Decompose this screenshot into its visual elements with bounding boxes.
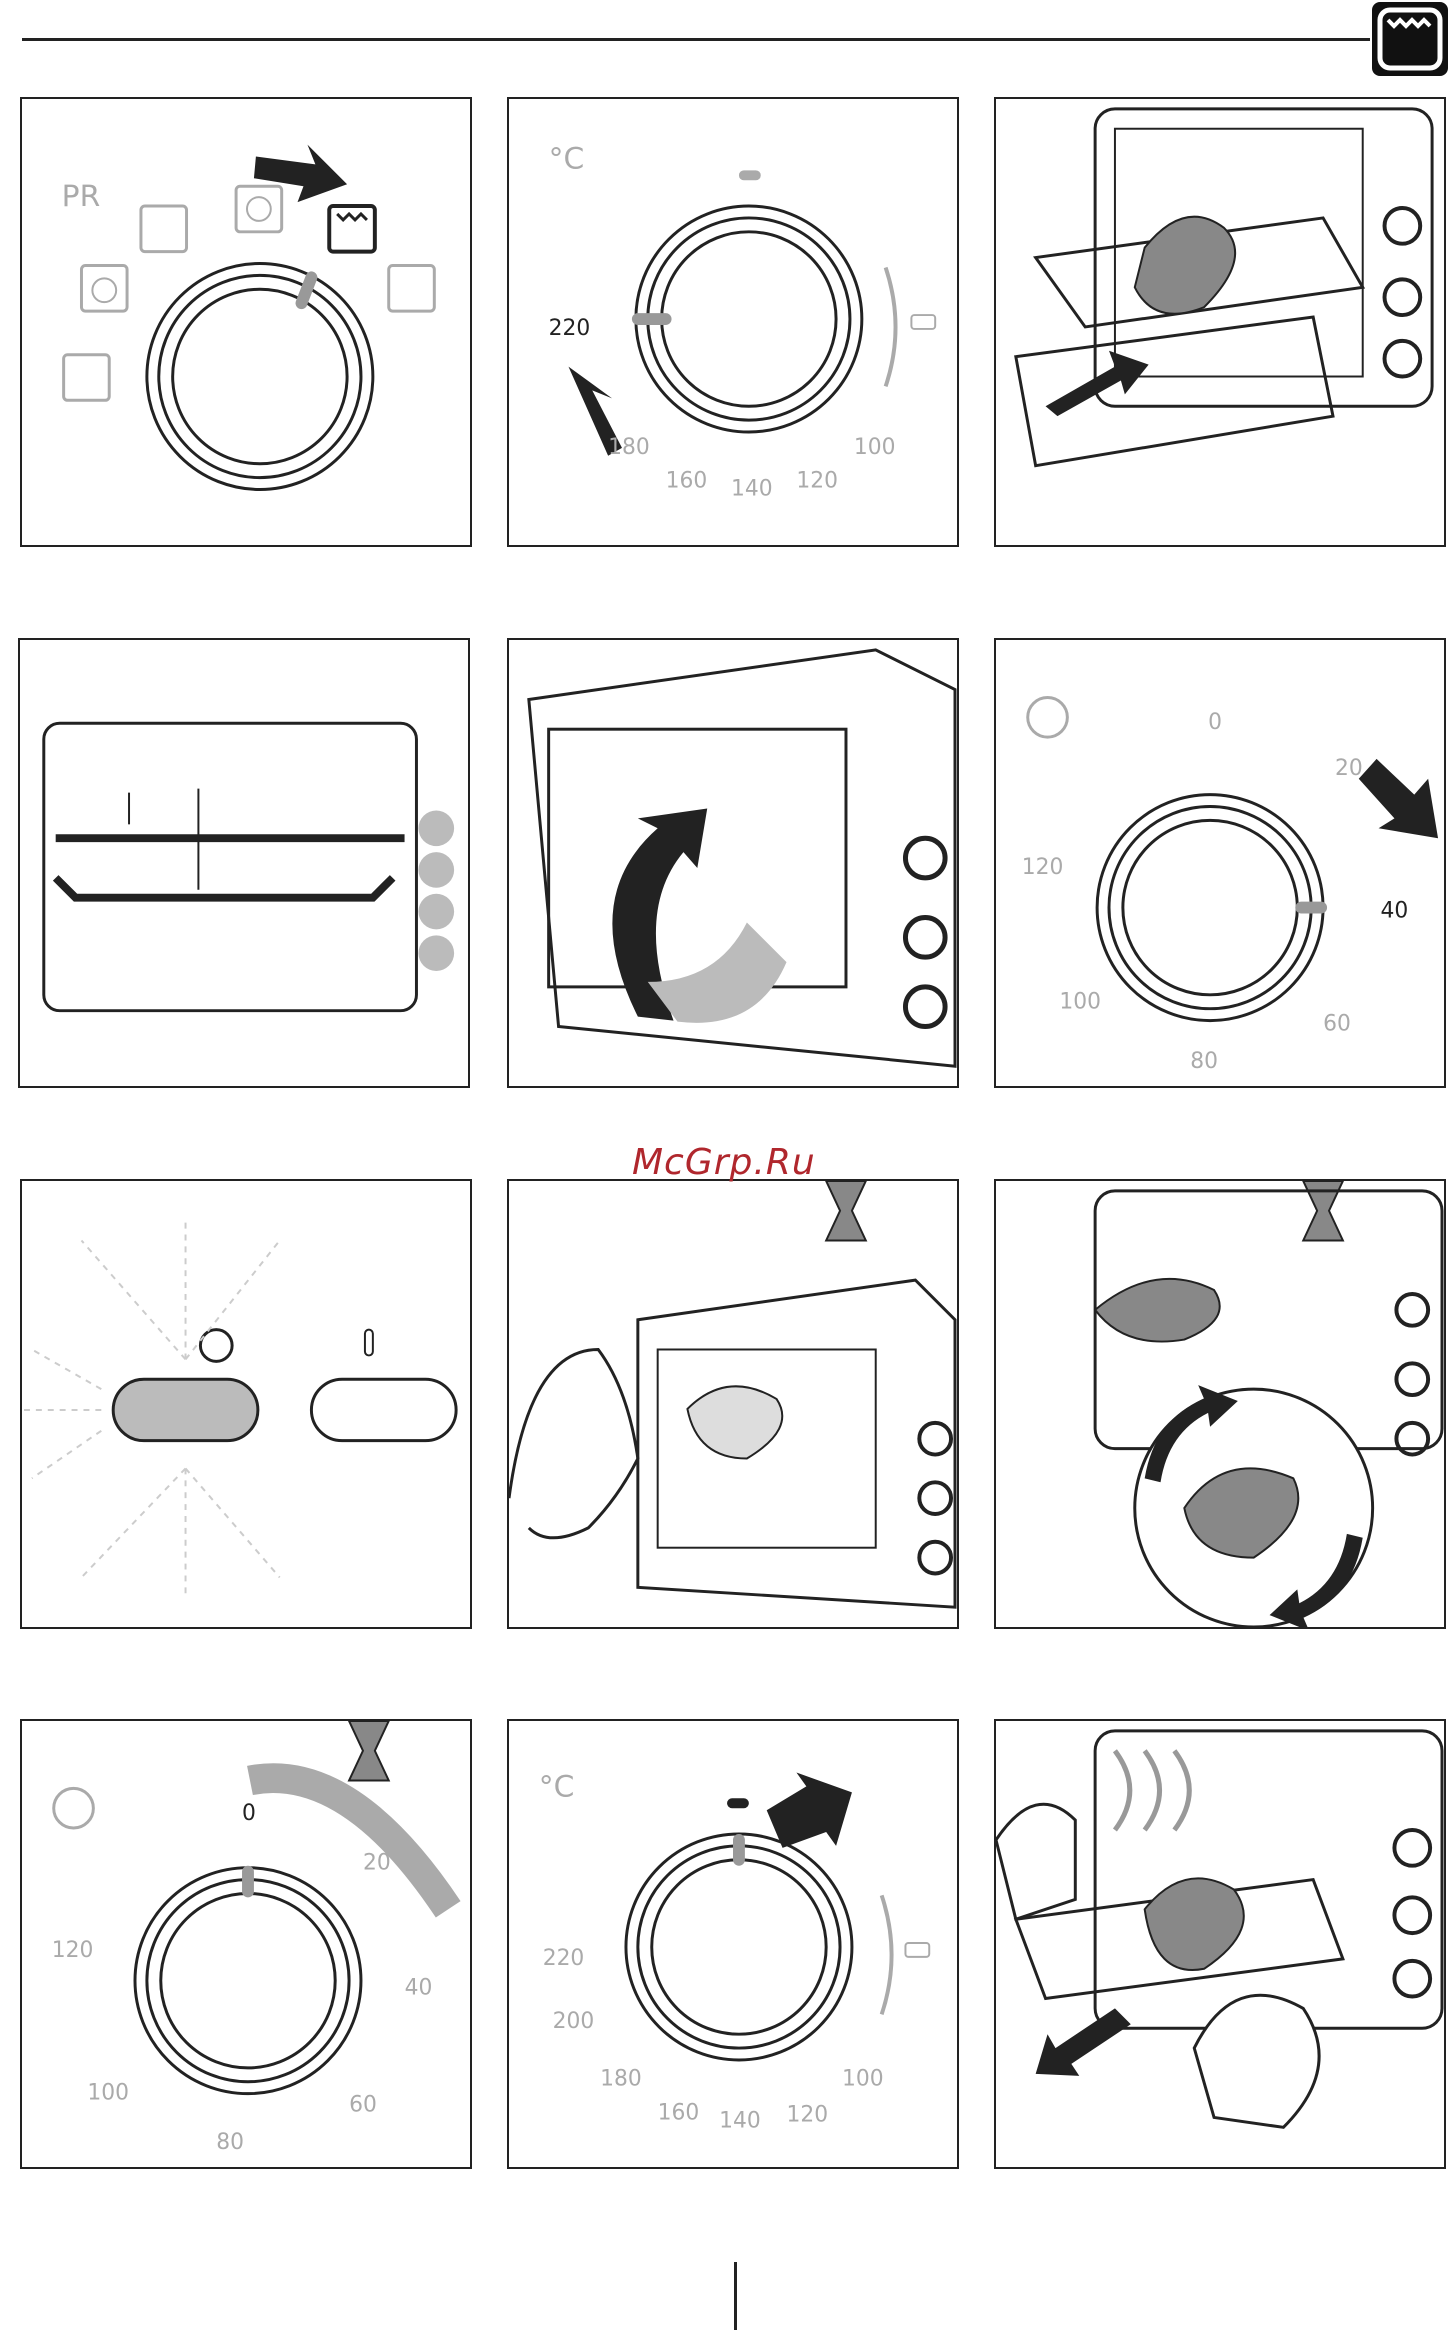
fan-grill-icon — [81, 266, 127, 312]
thermometer-icon — [365, 1330, 373, 1356]
turn-arrow-icon — [1359, 759, 1438, 838]
tick-100: 100 — [842, 2067, 884, 2092]
oven-knob — [905, 838, 945, 878]
tick-40: 40 — [1381, 899, 1409, 924]
timer-knob[interactable] — [1097, 795, 1323, 1021]
oven-knob — [1385, 279, 1421, 315]
tick-100: 100 — [87, 2081, 129, 2106]
tick-200: 200 — [553, 2009, 595, 2034]
step-2-set-temperature: °C 220 180 160 140 120 100 — [507, 97, 959, 547]
steam-icon — [1115, 1751, 1189, 1830]
tick-0: 0 — [242, 1801, 256, 1826]
step-7-indicator-lights — [20, 1179, 472, 1629]
meat-piece — [687, 1386, 782, 1458]
oven-mitt — [996, 1804, 1075, 1919]
timer-light — [113, 1379, 258, 1440]
tick-180: 180 — [608, 435, 650, 460]
thermostat-light — [311, 1379, 456, 1440]
tick-60: 60 — [1323, 1011, 1351, 1036]
pot-icon — [905, 1943, 929, 1957]
temp-max-label: 220 — [543, 1946, 585, 1971]
temp-max-label: 220 — [549, 316, 591, 341]
step-5-close-door — [507, 638, 959, 1088]
meat-piece — [1135, 217, 1235, 314]
grill-icon — [141, 206, 187, 252]
tick-80: 80 — [216, 2130, 244, 2155]
oven-body — [638, 1280, 955, 1607]
tick-100: 100 — [854, 435, 896, 460]
turn-arrow-icon — [254, 145, 347, 202]
step-10-timer-end: 0 20 40 60 80 100 120 — [20, 1719, 472, 2169]
tick-100: 100 — [1059, 990, 1101, 1015]
countdown-arc — [250, 1778, 448, 1909]
oven-knob — [905, 918, 945, 958]
tray-line — [56, 878, 393, 898]
temp-unit: °C — [549, 141, 585, 176]
timer-knob[interactable] — [135, 1868, 361, 2094]
hourglass-icon — [826, 1181, 866, 1240]
tick-140: 140 — [731, 476, 773, 501]
tick-60: 60 — [349, 2092, 377, 2117]
tick-80: 80 — [1190, 1049, 1218, 1074]
step-9-turn-meat — [994, 1179, 1446, 1629]
tray — [1016, 317, 1333, 466]
step-8-cooking-watch — [507, 1179, 959, 1629]
clock-icon — [200, 1330, 232, 1362]
person-face — [509, 1349, 638, 1537]
defrost-icon — [389, 266, 435, 312]
function-knob[interactable] — [147, 264, 373, 490]
tick-40: 40 — [405, 1976, 433, 2001]
top-heat-icon — [329, 206, 375, 252]
tick-180: 180 — [600, 2067, 642, 2092]
tick-20: 20 — [1335, 756, 1363, 781]
tick-20: 20 — [363, 1851, 391, 1876]
pr-label: PR — [62, 179, 101, 214]
footer-rule — [734, 2262, 737, 2330]
tick-120: 120 — [796, 469, 838, 494]
oven-knob — [1385, 341, 1421, 377]
tick-140: 140 — [719, 2108, 761, 2133]
step-4-rack-position — [18, 638, 470, 1088]
meat-piece — [1145, 1878, 1244, 1970]
header-rule — [22, 38, 1370, 41]
thermostat-knob[interactable] — [626, 1834, 852, 2060]
watermark: McGrp.Ru — [632, 1142, 816, 1183]
tick-120: 120 — [52, 1938, 94, 1963]
meat-piece — [1095, 1279, 1220, 1342]
pot-icon — [911, 315, 935, 329]
oven-knob — [905, 987, 945, 1027]
knob-pointer — [302, 277, 312, 303]
tick-120: 120 — [787, 2102, 829, 2127]
step-12-remove-food — [994, 1719, 1446, 2169]
tick-120: 120 — [1022, 855, 1064, 880]
tick-0: 0 — [1208, 710, 1222, 735]
oven-mitt — [1194, 1995, 1319, 2127]
tick-160: 160 — [658, 2100, 700, 2125]
tick-160: 160 — [666, 469, 708, 494]
step-3-insert-rack — [994, 97, 1446, 547]
step-6-set-timer: 0 20 40 60 80 100 120 — [994, 638, 1446, 1088]
step-1-select-function: PR — [20, 97, 472, 547]
bottom-heat-icon — [64, 355, 110, 401]
pull-arrow-icon — [1036, 2008, 1131, 2075]
fan-icon — [236, 186, 282, 232]
clock-icon — [1028, 697, 1068, 737]
clock-icon — [54, 1788, 94, 1828]
oven-icon — [1372, 2, 1448, 76]
turn-arrow-icon — [767, 1773, 852, 1848]
temp-unit: °C — [539, 1769, 575, 1804]
step-11-reset-temperature: °C 220 200 180 160 140 120 100 — [507, 1719, 959, 2169]
oven-cavity — [44, 723, 417, 1010]
oven-icon-badge — [1372, 2, 1448, 76]
oven-knob — [1385, 208, 1421, 244]
hourglass-icon — [349, 1721, 389, 1780]
